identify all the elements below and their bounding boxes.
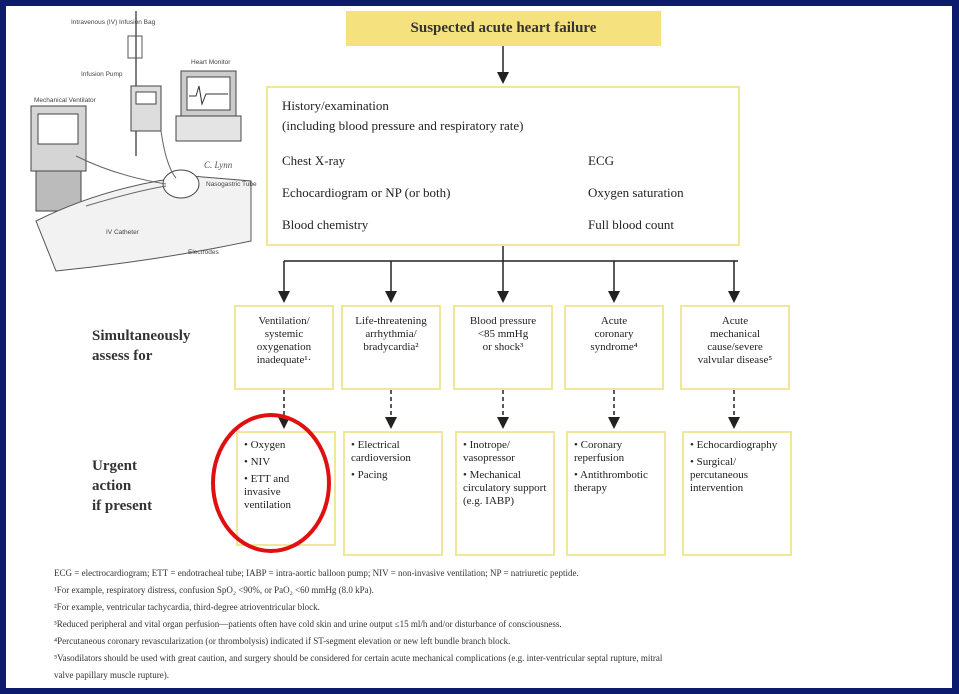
footnote-3: ³Reduced peripheral and vital organ perf…	[54, 619, 562, 629]
action-box-mechanical-cause: • Echocardiography • Surgical/ percutane…	[682, 431, 792, 556]
row-label-urgent: Urgent action if present	[92, 456, 152, 516]
footnote-2: ²For example, ventricular tachycardia, t…	[54, 602, 320, 612]
history-item-echocardiogram: Echocardiogram or NP (or both)	[282, 185, 451, 200]
assess-text: arrhythmia/	[365, 328, 417, 340]
row-label-assess: Simultaneously assess for	[92, 326, 190, 366]
action-item: • Echocardiography	[690, 439, 778, 451]
assess-text: Acute	[721, 315, 749, 327]
assess-text: inadequate¹·	[256, 354, 312, 366]
history-examination-box: History/examination (including blood pre…	[266, 86, 740, 246]
assess-text: Ventilation/	[258, 315, 310, 327]
action-item: • Inotrope/ vasopressor	[463, 439, 515, 464]
history-item-blood-chemistry: Blood chemistry	[282, 217, 369, 232]
highlight-circle	[211, 413, 331, 553]
illus-label-infusion-pump: Infusion Pump	[81, 71, 123, 78]
assess-text: mechanical	[709, 328, 761, 340]
connector-arrows	[278, 46, 740, 429]
history-header: History/examination	[282, 98, 389, 113]
illus-signature: C. Lynn	[204, 160, 233, 170]
assess-text: or shock³	[482, 341, 524, 353]
illus-label-ventilator: Mechanical Ventilator	[34, 97, 97, 104]
footnote-5: ⁵Vasodilators should be used with great …	[54, 653, 663, 663]
row-label-urgent-line1: Urgent	[92, 458, 137, 474]
footnote-5-cont: valve papillary muscle rupture).	[54, 670, 169, 680]
assess-text: Blood pressure	[469, 315, 537, 327]
footnote-4: ⁴Percutaneous coronary revascularization…	[54, 636, 511, 646]
assess-box-ventilation: Ventilation/ systemic oxygenation inadeq…	[234, 305, 334, 390]
history-item-full-blood-count: Full blood count	[588, 217, 674, 232]
row-label-assess-line1: Simultaneously	[92, 328, 191, 344]
illus-label-electrodes: Electrodes	[188, 249, 219, 256]
assess-text: valvular disease⁵	[697, 354, 773, 366]
assess-text: <85 mmHg	[477, 328, 529, 340]
title-box: Suspected acute heart failure	[346, 11, 661, 46]
assess-text: systemic	[264, 328, 304, 340]
history-item-ecg: ECG	[588, 153, 614, 168]
action-item: • Mechanical circulatory support (e.g. I…	[463, 469, 547, 507]
footnote-abbreviations: ECG = electrocardiogram; ETT = endotrach…	[54, 568, 579, 578]
assess-box-mechanical-cause: Acute mechanical cause/severe valvular d…	[680, 305, 790, 390]
assess-text: Acute	[600, 315, 628, 327]
row-label-urgent-line2: action	[92, 478, 132, 494]
assess-box-blood-pressure: Blood pressure <85 mmHg or shock³	[453, 305, 553, 390]
assess-text: Life-threatening	[355, 315, 427, 327]
assess-text: bradycardia²	[363, 341, 419, 353]
row-label-urgent-line3: if present	[92, 498, 153, 514]
action-item: • Antithrombotic therapy	[574, 469, 648, 494]
row-label-assess-line2: assess for	[92, 348, 153, 364]
history-item-chest-xray: Chest X-ray	[282, 153, 346, 168]
assess-text: oxygenation	[256, 341, 312, 353]
action-box-arrhythmia: • Electrical cardioversion • Pacing	[343, 431, 443, 556]
assess-box-coronary-syndrome: Acute coronary syndrome⁴	[564, 305, 664, 390]
history-item-oxygen-saturation: Oxygen saturation	[588, 185, 684, 200]
action-box-coronary-syndrome: • Coronary reperfusion • Antithrombotic …	[566, 431, 666, 556]
title-text: Suspected acute heart failure	[410, 20, 597, 36]
illus-label-iv-bag: Intravenous (IV) Infusion Bag	[71, 19, 156, 26]
history-subheader: (including blood pressure and respirator…	[282, 118, 524, 133]
illus-label-heart-monitor: Heart Monitor	[191, 59, 231, 66]
action-item: • Coronary reperfusion	[574, 439, 625, 464]
slide-canvas: Intravenous (IV) Infusion Bag Infusion P…	[6, 6, 952, 688]
action-item: • Electrical cardioversion	[351, 439, 411, 464]
assess-box-arrhythmia: Life-threatening arrhythmia/ bradycardia…	[341, 305, 441, 390]
action-item: • Pacing	[351, 469, 388, 481]
illus-label-iv-catheter: IV Catheter	[106, 229, 140, 236]
action-box-blood-pressure: • Inotrope/ vasopressor • Mechanical cir…	[455, 431, 555, 556]
assess-text: coronary	[594, 328, 634, 340]
assess-text: cause/severe	[707, 341, 763, 353]
footnote-1: ¹For example, respiratory distress, conf…	[54, 585, 374, 595]
action-item: • Surgical/ percutaneous intervention	[690, 456, 749, 494]
assess-text: syndrome⁴	[590, 341, 638, 353]
icu-patient-illustration: Intravenous (IV) Infusion Bag Infusion P…	[16, 6, 261, 280]
illus-label-ng-tube: Nasogastric Tube	[206, 181, 257, 188]
